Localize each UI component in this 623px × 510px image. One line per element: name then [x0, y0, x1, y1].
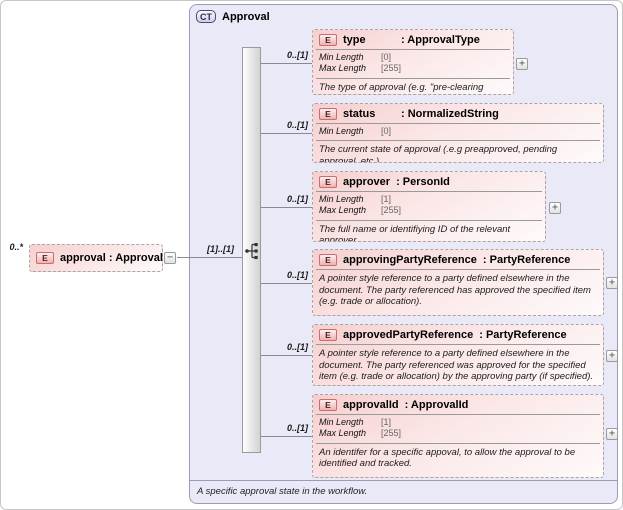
element-name: type: [343, 34, 366, 46]
divider: [316, 414, 600, 415]
element-type: : ApprovalType: [401, 34, 480, 46]
element-type: : NormalizedString: [401, 108, 499, 120]
element-type: : PersonId: [396, 176, 450, 188]
element-box-approval-id[interactable]: E approvalId : ApprovalId Min Length [1] …: [312, 394, 604, 478]
element-name: status: [343, 108, 376, 120]
element-box-approved-party-reference[interactable]: E approvedPartyReference : PartyReferenc…: [312, 324, 604, 386]
cardinality-label: 0..[1]: [286, 50, 308, 60]
connector-line: [261, 63, 312, 64]
expand-toggle[interactable]: +: [606, 428, 618, 440]
facets-section: Min Length [1] Max Length [255]: [313, 192, 545, 220]
cardinality-label: 0..[1]: [286, 423, 308, 433]
divider: [316, 219, 542, 221]
sequence-icon: [245, 243, 258, 260]
cardinality-label: 0..[1]: [286, 270, 308, 280]
expand-toggle[interactable]: +: [549, 202, 561, 214]
expand-toggle[interactable]: +: [516, 58, 528, 70]
element-title-row: E approver : PersonId: [313, 172, 545, 191]
element-title-row: E status : NormalizedString: [313, 104, 603, 123]
facet-value: [0]: [381, 52, 392, 62]
facet-label: Max Length: [319, 205, 367, 216]
element-description: A pointer style reference to a party def…: [319, 348, 594, 383]
element-description: The full name or identifiying ID of the …: [319, 223, 511, 242]
facet-label: Max Length: [319, 428, 367, 439]
connector-line: [261, 133, 312, 134]
facet-value: [1]: [381, 417, 392, 427]
divider: [316, 123, 600, 124]
cardinality-label: 0..[1]: [286, 342, 308, 352]
facet-value: [255]: [381, 428, 402, 439]
element-badge-icon: E: [36, 252, 54, 264]
facet-value: [255]: [381, 63, 402, 74]
facet-value: [255]: [381, 205, 402, 216]
element-box-status[interactable]: E status : NormalizedString Min Length [0…: [312, 103, 604, 163]
facet-value: [1]: [381, 194, 392, 204]
element-box-approving-party-reference[interactable]: E approvingPartyReference : PartyReferen…: [312, 249, 604, 316]
divider: [316, 77, 510, 79]
element-badge-icon: E: [319, 176, 337, 188]
element-type: : PartyReference: [482, 254, 571, 266]
divider: [316, 442, 600, 444]
facets-section: Min Length [0] Max Length [255]: [313, 50, 513, 78]
element-description: The current state of approval (.e.g prea…: [319, 144, 558, 163]
element-type: : PartyReference: [479, 329, 567, 341]
expand-toggle[interactable]: +: [606, 277, 618, 289]
element-description: The type of approval (e.g. "pre-clearing…: [319, 81, 484, 95]
element-title-row: E approvalId : ApprovalId: [313, 395, 603, 414]
element-type: : ApprovalId: [404, 399, 469, 411]
element-name: approver: [343, 176, 391, 188]
facet-label: Min Length: [319, 52, 364, 62]
connector-line: [261, 207, 312, 208]
expand-toggle[interactable]: +: [606, 350, 618, 362]
complex-type-annotation: A specific approval state in the workflo…: [197, 486, 368, 497]
divider: [316, 344, 600, 345]
element-title-row: E approvedPartyReference : PartyReferenc…: [313, 325, 603, 344]
facet-value: [0]: [381, 126, 392, 136]
facet-label: Max Length: [319, 63, 367, 74]
facet-label: Min Length: [319, 194, 364, 204]
divider: [316, 140, 600, 142]
element-box-type[interactable]: E type : ApprovalType Min Length [0] Max …: [312, 29, 514, 95]
cardinality-label: 0..[1]: [286, 194, 308, 204]
element-badge-icon: E: [319, 34, 337, 46]
element-badge-icon: E: [319, 329, 337, 341]
cardinality-label: 0..[1]: [286, 120, 308, 130]
root-element-approval[interactable]: E approval : Approval: [29, 244, 163, 272]
complex-type-header: CT Approval: [196, 10, 270, 23]
element-badge-icon: E: [319, 254, 337, 266]
element-badge-icon: E: [319, 399, 337, 411]
facet-label: Min Length: [319, 417, 364, 427]
facet-label: Min Length: [319, 126, 364, 136]
element-title-row: E approvingPartyReference : PartyReferen…: [313, 250, 603, 269]
divider: [316, 191, 542, 192]
facets-section: Min Length [1] Max Length [255]: [313, 415, 603, 443]
footer-divider: [190, 480, 617, 481]
element-name: approvingPartyReference: [343, 254, 477, 266]
root-cardinality-label: 0..*: [9, 242, 23, 252]
connector-line: [261, 283, 312, 284]
connector-line: [261, 355, 312, 356]
element-title-row: E type : ApprovalType: [313, 30, 513, 49]
element-description: An identifer for a specific appoval, to …: [319, 446, 576, 470]
element-badge-icon: E: [319, 108, 337, 120]
element-name: approvalId: [343, 399, 399, 411]
divider: [316, 49, 510, 50]
divider: [316, 269, 600, 270]
element-name: approvedPartyReference: [343, 329, 474, 341]
collapse-toggle[interactable]: −: [164, 252, 176, 264]
complex-type-title: Approval: [222, 10, 270, 23]
facets-section: Min Length [0]: [313, 124, 603, 140]
complex-type-badge: CT: [196, 10, 216, 23]
root-element-label: approval : Approval: [60, 252, 163, 264]
connector-line: [177, 257, 242, 258]
sequence-cardinality-label: [1]..[1]: [207, 244, 234, 254]
element-box-approver[interactable]: E approver : PersonId Min Length [1] Max …: [312, 171, 546, 242]
connector-line: [261, 436, 312, 437]
element-description: A pointer style reference to a party def…: [319, 273, 591, 308]
